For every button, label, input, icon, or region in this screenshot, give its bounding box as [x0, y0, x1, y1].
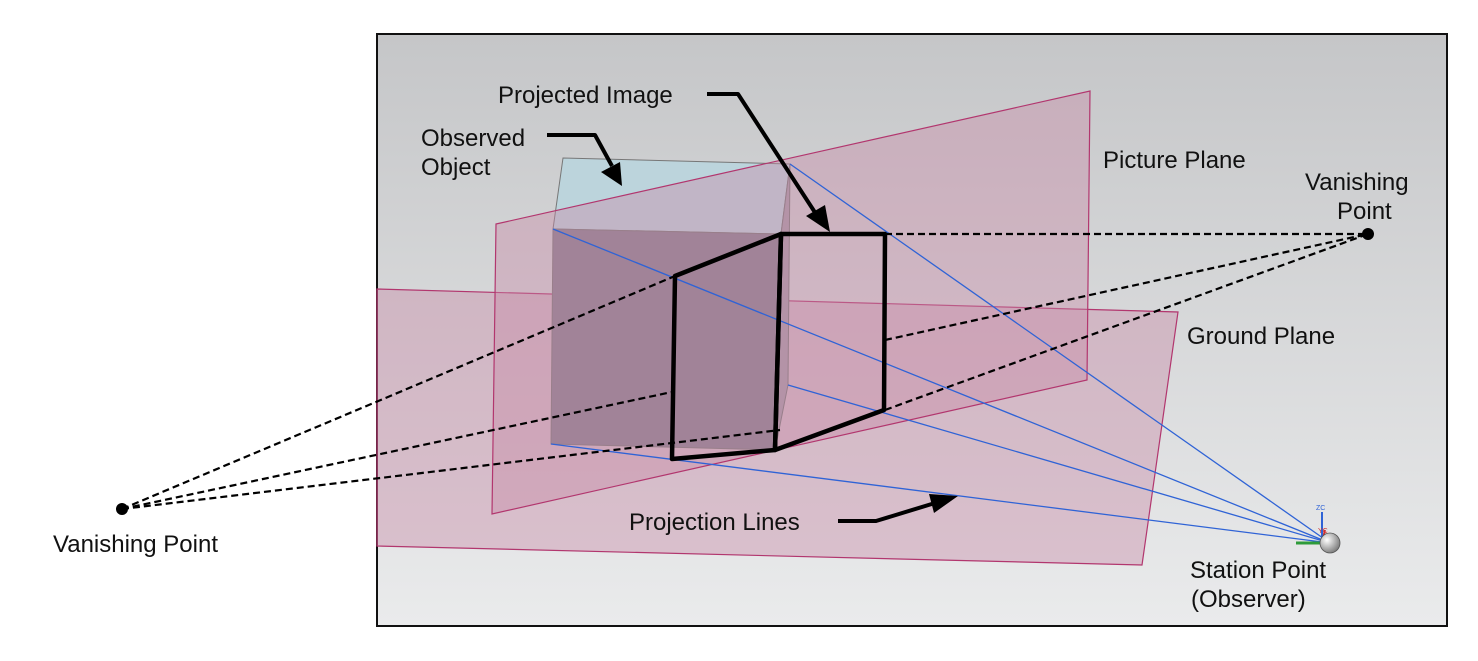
callout-observed-object — [547, 133, 622, 186]
label-vanishing-point-left: Vanishing Point — [53, 531, 218, 558]
projection-line — [552, 228, 1331, 544]
vanishing-line — [884, 232, 1369, 342]
label-observed-object-line1: Observed — [421, 125, 525, 152]
label-projected-image: Projected Image — [498, 82, 673, 109]
label-station-point-line1: Station Point — [1190, 557, 1326, 584]
vanishing-line — [121, 390, 673, 511]
observed-object-arrowhead — [601, 162, 622, 186]
projected-image-right-face — [772, 231, 888, 453]
label-ground-plane: Ground Plane — [1187, 323, 1335, 350]
vanishing-point-left-dot — [116, 503, 128, 515]
station-point-sphere — [1319, 532, 1341, 554]
vanishing-line — [884, 232, 1369, 412]
label-picture-plane: Picture Plane — [1103, 147, 1246, 174]
label-observed-object-line2: Object — [421, 154, 491, 181]
picture-plane — [491, 90, 1091, 515]
projection-line — [550, 443, 1331, 544]
triad-y-label: YC — [1318, 528, 1328, 535]
projected-image-leader — [707, 92, 818, 216]
station-point-marker: ZC YC — [1296, 505, 1341, 554]
vanishing-point-right-dot — [1362, 228, 1374, 240]
label-station-point-line2: (Observer) — [1191, 586, 1306, 613]
projection-lines-arrowhead — [929, 494, 958, 513]
projected-image-arrowhead — [806, 205, 830, 232]
projection-lines-leader — [838, 501, 936, 523]
callout-projection-lines — [838, 494, 958, 523]
callout-projected-image — [707, 92, 830, 232]
label-projection-lines: Projection Lines — [629, 509, 800, 536]
triad-z-label: ZC — [1316, 505, 1325, 512]
label-vanishing-point-right-line1: Vanishing — [1305, 169, 1409, 196]
vanishing-line — [121, 274, 676, 511]
label-vanishing-point-right-line2: Point — [1337, 198, 1392, 225]
projection-line — [789, 163, 1331, 544]
projected-image — [669, 231, 888, 462]
observed-object-leader — [547, 133, 614, 167]
